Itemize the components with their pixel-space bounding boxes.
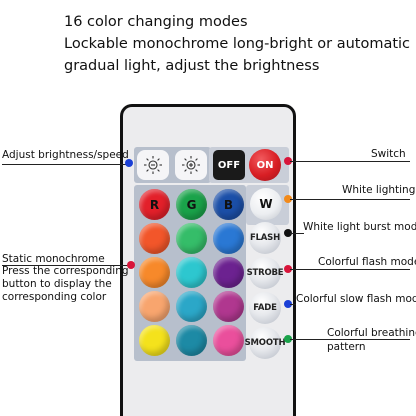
white-lighting-leader-line [290,199,410,200]
color-button-14[interactable] [176,325,207,356]
color-button-6[interactable] [213,223,244,254]
static-dot [127,261,135,269]
breathing-annotation-line2: pattern [327,341,366,353]
slow-flash-leader-line [290,304,296,305]
color-button-15[interactable] [213,325,244,356]
brightness-dot [125,159,133,167]
flash-button[interactable]: FLASH [249,222,281,254]
color-button-11[interactable] [176,291,207,322]
breathing-dot [284,335,292,343]
brightness-annotation: Adjust brightness/speed [2,149,129,161]
on-button[interactable]: ON [249,149,281,181]
slow-flash-dot [284,300,292,308]
static-annotation-line2: Press the corresponding [2,265,129,277]
flash-dot [284,265,292,273]
breathing-leader-line [290,339,410,340]
switch-annotation: Switch [371,148,406,160]
burst-dot [284,229,292,237]
strobe-button-label: STROBE [246,268,284,278]
color-button-4[interactable] [139,223,170,254]
static-leader-line [2,265,130,266]
brightness-down-button[interactable] [137,150,169,180]
static-annotation-line4: corresponding color [2,291,107,303]
color-button-5[interactable] [176,223,207,254]
burst-leader-line [290,233,304,234]
static-annotation-line1: Static monochrome [2,253,105,265]
static-annotation-line3: button to display the [2,278,112,290]
burst-annotation: White light burst mode [303,221,416,233]
color-button-label: G [186,197,197,212]
off-button-label: OFF [217,159,241,171]
color-button-10[interactable] [139,291,170,322]
header-line-2: Lockable monochrome long-bright or autom… [64,36,411,52]
on-button-label: ON [256,159,274,171]
smooth-button[interactable]: SMOOTH [245,327,286,359]
color-button-9[interactable] [213,257,244,288]
fade-button[interactable]: FADE [249,292,281,324]
color-button-3[interactable]: B [213,189,244,220]
flash-button-label: FLASH [249,233,281,243]
brightness-down-icon [144,156,162,174]
color-button-8[interactable] [176,257,207,288]
slow-flash-annotation: Colorful slow flash mode [296,293,416,305]
white-lighting-dot [284,195,292,203]
smooth-button-label: SMOOTH [244,338,286,348]
color-button-13[interactable] [139,325,170,356]
brightness-up-button[interactable] [175,150,207,180]
color-button-1[interactable]: R [139,189,170,220]
switch-dot [284,157,292,165]
white-button-label: W [259,197,273,211]
color-button-label: B [223,197,234,212]
white-button[interactable]: W [250,188,282,220]
header-line-1: 16 color changing modes [64,14,248,30]
off-button[interactable]: OFF [213,150,245,180]
color-button-label: R [149,197,160,212]
flash-leader-line [290,269,410,270]
fade-button-label: FADE [253,303,277,313]
color-button-2[interactable]: G [176,189,207,220]
color-button-12[interactable] [213,291,244,322]
breathing-annotation-line1: Colorful breathing [327,327,416,339]
white-lighting-annotation: White lighting [342,184,416,196]
flash-annotation: Colorful flash mode [318,256,416,268]
remote-control: OFF ON W FLASH STROBE FADE SMOOTH R G B [120,104,296,416]
color-button-7[interactable] [139,257,170,288]
switch-leader-line [290,161,410,162]
brightness-leader-line [2,164,128,165]
header-line-3: gradual light, adjust the brightness [64,58,320,74]
brightness-up-icon [182,156,200,174]
strobe-button[interactable]: STROBE [246,257,284,289]
